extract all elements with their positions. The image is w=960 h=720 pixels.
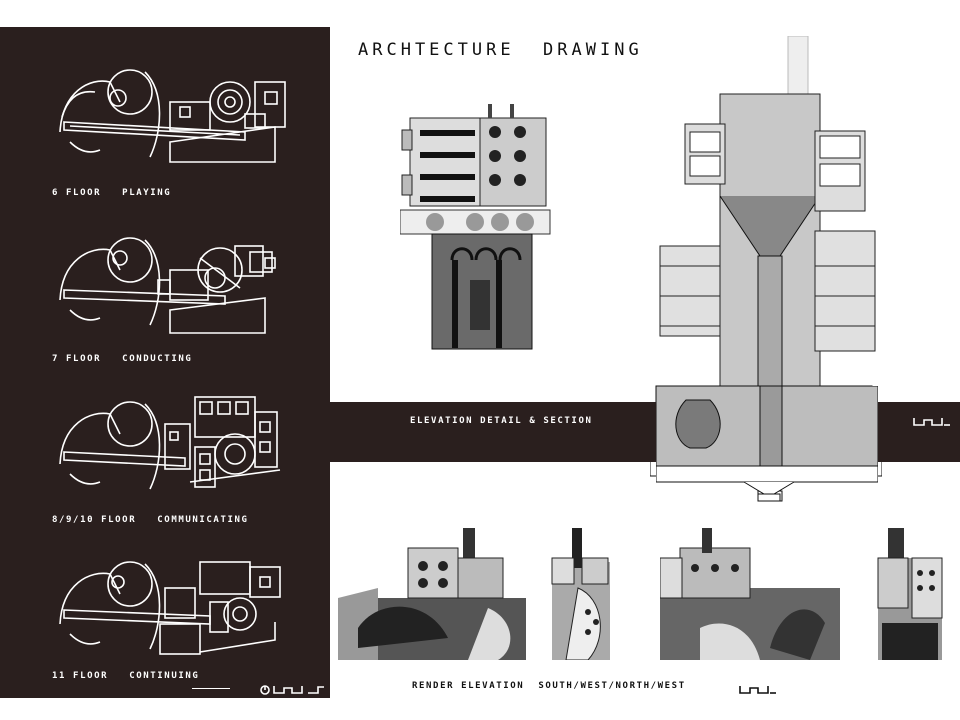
floor-plan-7 (50, 228, 320, 338)
floor-plan-8-10 (50, 392, 320, 502)
render-elevation-north (659, 528, 840, 660)
render-elevation-west-2 (872, 528, 948, 660)
render-elevation-label: RENDER ELEVATION SOUTH/WEST/NORTH/WEST (412, 681, 686, 691)
section-base-detail (655, 385, 879, 502)
elevation-detail-drawing (399, 100, 560, 352)
floor-label-7: 7 FLOOR CONDUCTING (52, 354, 193, 364)
floor-label-6: 6 FLOOR PLAYING (52, 188, 172, 198)
north-arrow-icon (260, 682, 330, 701)
elevation-section-label: ELEVATION DETAIL & SECTION (410, 416, 593, 426)
render-elevation-south (338, 528, 526, 660)
signature-logo-icon-bottom (738, 682, 778, 701)
page-title: ARCHTECTURE DRAWING (358, 40, 643, 60)
signature-logo-icon (912, 414, 952, 433)
render-elevation-west (548, 528, 614, 661)
floor-plan-11 (50, 552, 320, 662)
scale-bar (192, 688, 230, 689)
floor-label-11: 11 FLOOR CONTINUING (52, 671, 200, 681)
floor-plan-6 (50, 62, 320, 172)
floor-label-8-10: 8/9/10 FLOOR COMMUNICATING (52, 515, 249, 525)
